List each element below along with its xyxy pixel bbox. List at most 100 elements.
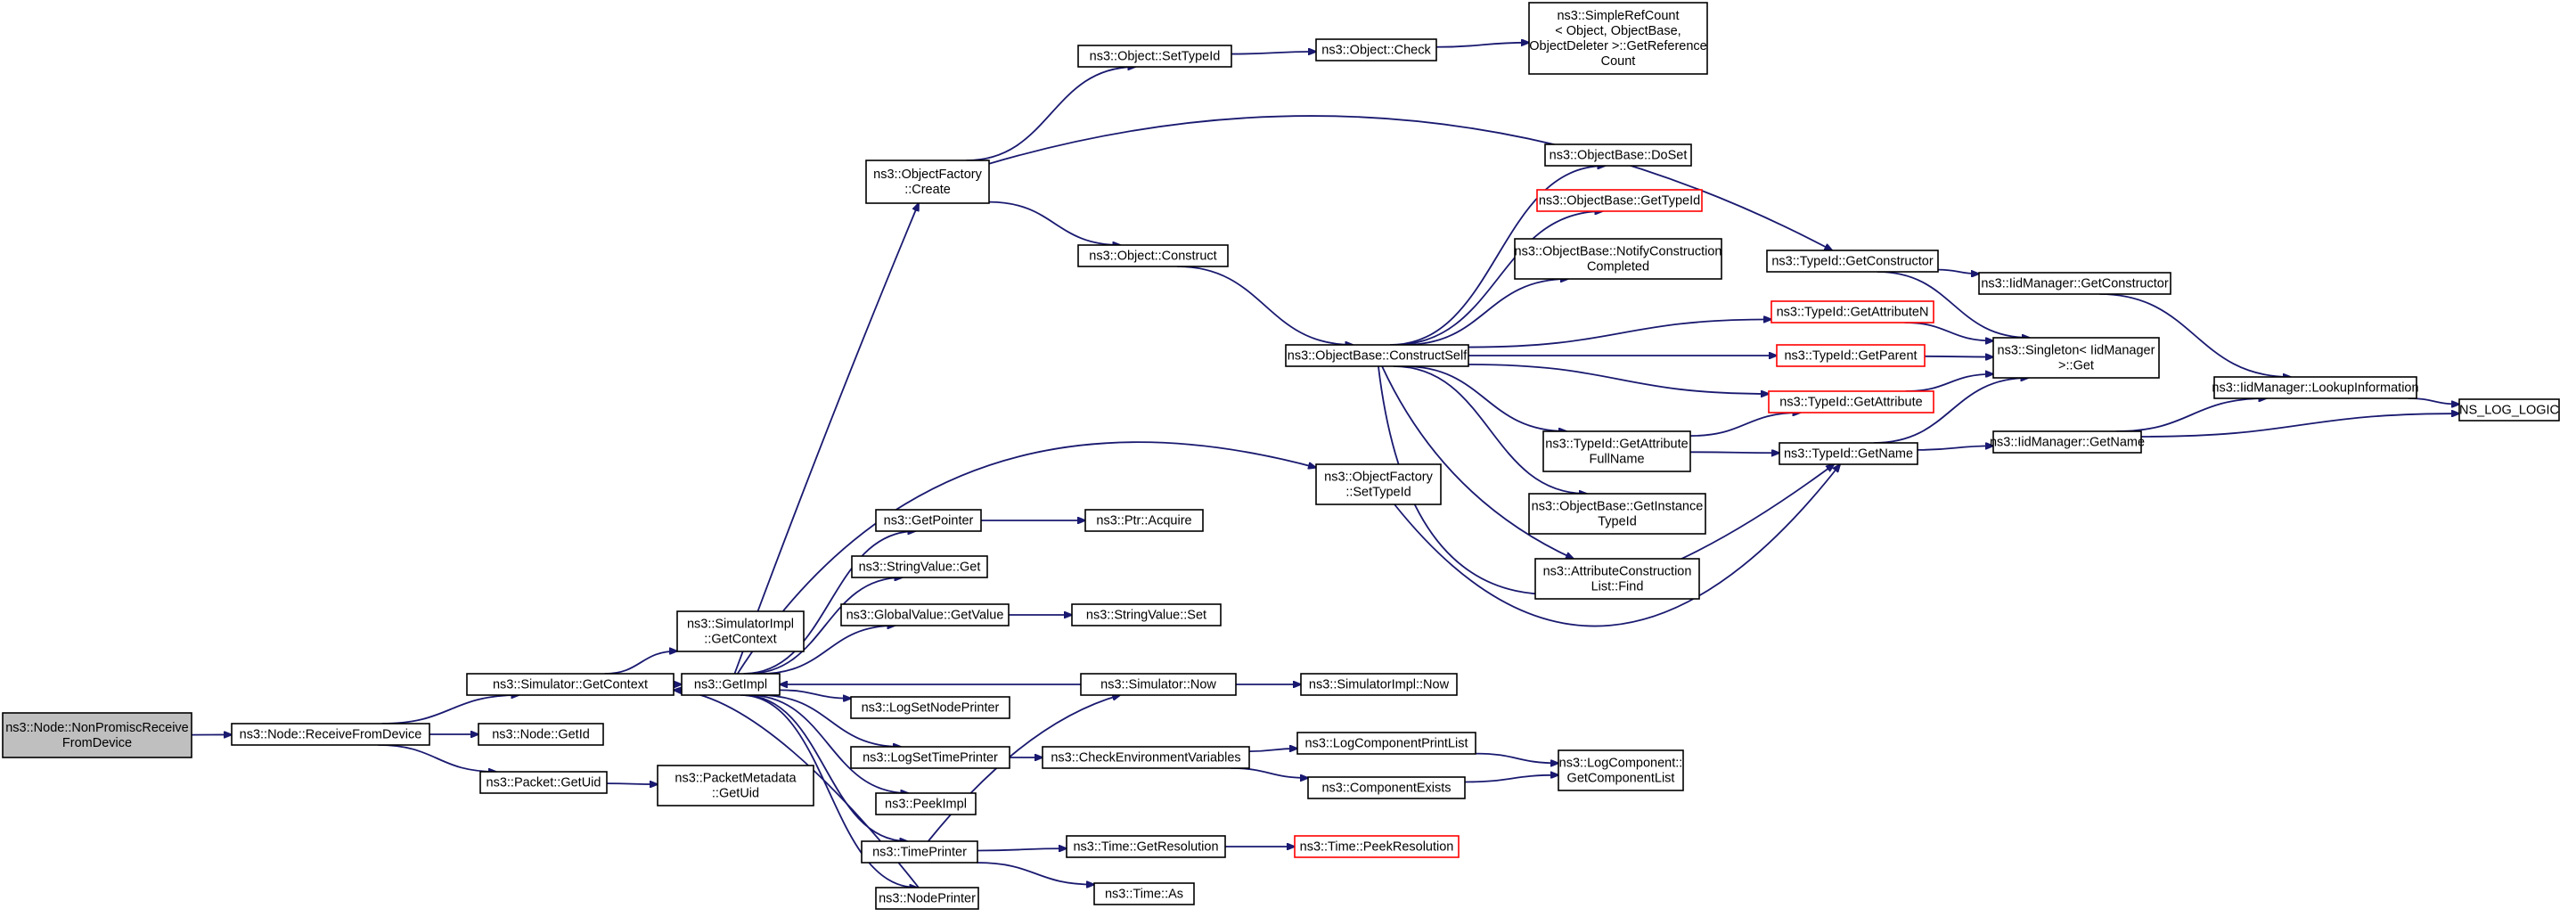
node-box[interactable]: [1528, 2, 1708, 75]
node-ns3-objectbase-gettypeid[interactable]: ns3::ObjectBase::GetTypeId: [1536, 189, 1703, 212]
node-box[interactable]: [657, 765, 814, 806]
node-box[interactable]: [681, 673, 781, 696]
node-box[interactable]: [1514, 238, 1722, 280]
node-ns3-iidmanager-getname[interactable]: ns3::IidManager::GetName: [1990, 430, 2145, 454]
node-box[interactable]: [1776, 344, 1926, 367]
node-ns3-typeid-getparent[interactable]: ns3::TypeId::GetParent: [1776, 344, 1926, 367]
node-ns3-iidmanager-lookupinformation[interactable]: ns3::IidManager::LookupInformation: [2212, 376, 2419, 399]
node-ns3-simulatorimpl-now[interactable]: ns3::SimulatorImpl::Now: [1300, 673, 1458, 696]
node-box[interactable]: [1315, 38, 1437, 61]
node-ns3-globalvalue-getvalue[interactable]: ns3::GlobalValue::GetValue: [840, 603, 1010, 626]
node-box[interactable]: [1296, 732, 1476, 755]
node-box[interactable]: [1766, 250, 1939, 273]
node-box[interactable]: [466, 673, 675, 696]
node-ns3-getpointer[interactable]: ns3::GetPointer: [875, 509, 982, 532]
node-box[interactable]: [676, 610, 805, 652]
node-ns3-packetmetadata-getuid[interactable]: ns3::PacketMetadata::GetUid: [657, 765, 814, 806]
node-ns3-simulator-now[interactable]: ns3::Simulator::Now: [1080, 673, 1237, 696]
node-ns3-objectbase-notifyconstruction-completed[interactable]: ns3::ObjectBase::NotifyConstructionCompl…: [1514, 238, 1722, 280]
node-box[interactable]: [1080, 673, 1237, 696]
node-ns3-objectfactory-create[interactable]: ns3::ObjectFactory::Create: [865, 160, 990, 204]
node-box[interactable]: [840, 603, 1010, 626]
node-box[interactable]: [850, 696, 1010, 719]
node-ns3-simulatorimpl-getcontext[interactable]: ns3::SimulatorImpl::GetContext: [676, 610, 805, 652]
node-box[interactable]: [1528, 493, 1706, 535]
node-ns3-time-peekresolution[interactable]: ns3::Time::PeekResolution: [1294, 835, 1460, 858]
node-box[interactable]: [1992, 337, 2160, 379]
node-box[interactable]: [231, 723, 430, 746]
node-ns3-simulator-getcontext[interactable]: ns3::Simulator::GetContext: [466, 673, 675, 696]
node-box[interactable]: [1042, 746, 1250, 769]
node-box[interactable]: [875, 887, 979, 910]
node-box[interactable]: [1077, 45, 1232, 68]
node-ns3-typeid-getconstructor[interactable]: ns3::TypeId::GetConstructor: [1766, 250, 1939, 273]
node-box[interactable]: [1768, 390, 1934, 413]
node-box[interactable]: [1770, 300, 1934, 323]
node-box[interactable]: [1536, 189, 1703, 212]
node-box[interactable]: [865, 160, 990, 204]
node-ns3-objectbase-doset[interactable]: ns3::ObjectBase::DoSet: [1544, 143, 1692, 167]
node-ns3-node-receivefromdevice[interactable]: ns3::Node::ReceiveFromDevice: [231, 723, 430, 746]
node-ns3-object-construct[interactable]: ns3::Object::Construct: [1077, 244, 1229, 267]
node-ns3-node-getid[interactable]: ns3::Node::GetId: [478, 723, 604, 746]
node-box[interactable]: [1779, 442, 1918, 465]
node-ns3-timeprinter[interactable]: ns3::TimePrinter: [861, 840, 978, 864]
node-box[interactable]: [875, 509, 982, 532]
node-ns3-logcomponentprintlist[interactable]: ns3::LogComponentPrintList: [1296, 732, 1476, 755]
node-box[interactable]: [1534, 558, 1700, 600]
node-ns-log-logic[interactable]: NS_LOG_LOGIC: [2458, 398, 2560, 422]
node-ns3-time-as[interactable]: ns3::Time::As: [1093, 882, 1195, 905]
node-ns3-singleton-iidmanager-get[interactable]: ns3::Singleton< IidManager>::Get: [1992, 337, 2160, 379]
node-ns3-iidmanager-getconstructor[interactable]: ns3::IidManager::GetConstructor: [1978, 272, 2171, 295]
node-ns3-getimpl[interactable]: ns3::GetImpl: [681, 673, 781, 696]
node-box[interactable]: [478, 723, 604, 746]
node-box[interactable]: [1542, 430, 1691, 472]
node-box[interactable]: [1315, 463, 1442, 505]
node-box[interactable]: [1978, 272, 2171, 295]
node-ns3-ptr-acquire[interactable]: ns3::Ptr::Acquire: [1084, 509, 1204, 532]
node-ns3-stringvalue-get[interactable]: ns3::StringValue::Get: [851, 555, 988, 578]
node-ns3-logsetnodeprinter[interactable]: ns3::LogSetNodePrinter: [850, 696, 1010, 719]
node-ns3-componentexists[interactable]: ns3::ComponentExists: [1307, 776, 1466, 799]
node-box[interactable]: [479, 771, 608, 794]
node-box[interactable]: [1093, 882, 1195, 905]
node-ns3-object-settypeid[interactable]: ns3::Object::SetTypeId: [1077, 45, 1232, 68]
node-box[interactable]: [1300, 673, 1458, 696]
node-box[interactable]: [1558, 749, 1684, 791]
node-box[interactable]: [851, 555, 988, 578]
node-box[interactable]: [1285, 344, 1469, 367]
node-ns3-typeid-getname[interactable]: ns3::TypeId::GetName: [1779, 442, 1918, 465]
node-ns3-checkenvironmentvariables[interactable]: ns3::CheckEnvironmentVariables: [1042, 746, 1250, 769]
node-ns3-objectfactory-settypeid[interactable]: ns3::ObjectFactory::SetTypeId: [1315, 463, 1442, 505]
node-box[interactable]: [1077, 244, 1229, 267]
node-box[interactable]: [1992, 430, 2142, 454]
node-box[interactable]: [1084, 509, 1204, 532]
node-ns3-peekimpl[interactable]: ns3::PeekImpl: [875, 792, 977, 815]
node-box[interactable]: [1071, 603, 1222, 626]
node-ns3-typeid-getattributen[interactable]: ns3::TypeId::GetAttributeN: [1770, 300, 1934, 323]
node-ns3-logcomponent-getcomponentlist[interactable]: ns3::LogComponent::GetComponentList: [1558, 749, 1684, 791]
node-ns3-nodeprinter[interactable]: ns3::NodePrinter: [875, 887, 979, 910]
node-ns3-object-check[interactable]: ns3::Object::Check: [1315, 38, 1437, 61]
node-ns3-simplerefcount-object-objectbase-objectdeleter-getreference-count[interactable]: ns3::SimpleRefCount< Object, ObjectBase,…: [1528, 2, 1708, 75]
node-box[interactable]: [2213, 376, 2417, 399]
node-ns3-typeid-getattribute[interactable]: ns3::TypeId::GetAttribute: [1768, 390, 1934, 413]
node-box[interactable]: [1066, 835, 1226, 858]
node-box[interactable]: [1294, 835, 1460, 858]
node-box[interactable]: [850, 746, 1010, 769]
node-ns3-logsettimeprinter[interactable]: ns3::LogSetTimePrinter: [850, 746, 1010, 769]
node-box[interactable]: [875, 792, 977, 815]
node-box[interactable]: [2458, 398, 2560, 422]
node-box[interactable]: [2, 712, 192, 758]
node-ns3-stringvalue-set[interactable]: ns3::StringValue::Set: [1071, 603, 1222, 626]
node-ns3-time-getresolution[interactable]: ns3::Time::GetResolution: [1066, 835, 1226, 858]
node-box[interactable]: [861, 840, 978, 864]
node-ns3-objectbase-constructself[interactable]: ns3::ObjectBase::ConstructSelf: [1285, 344, 1469, 367]
node-ns3-packet-getuid[interactable]: ns3::Packet::GetUid: [479, 771, 608, 794]
node-box[interactable]: [1544, 143, 1692, 167]
node-box[interactable]: [1307, 776, 1466, 799]
